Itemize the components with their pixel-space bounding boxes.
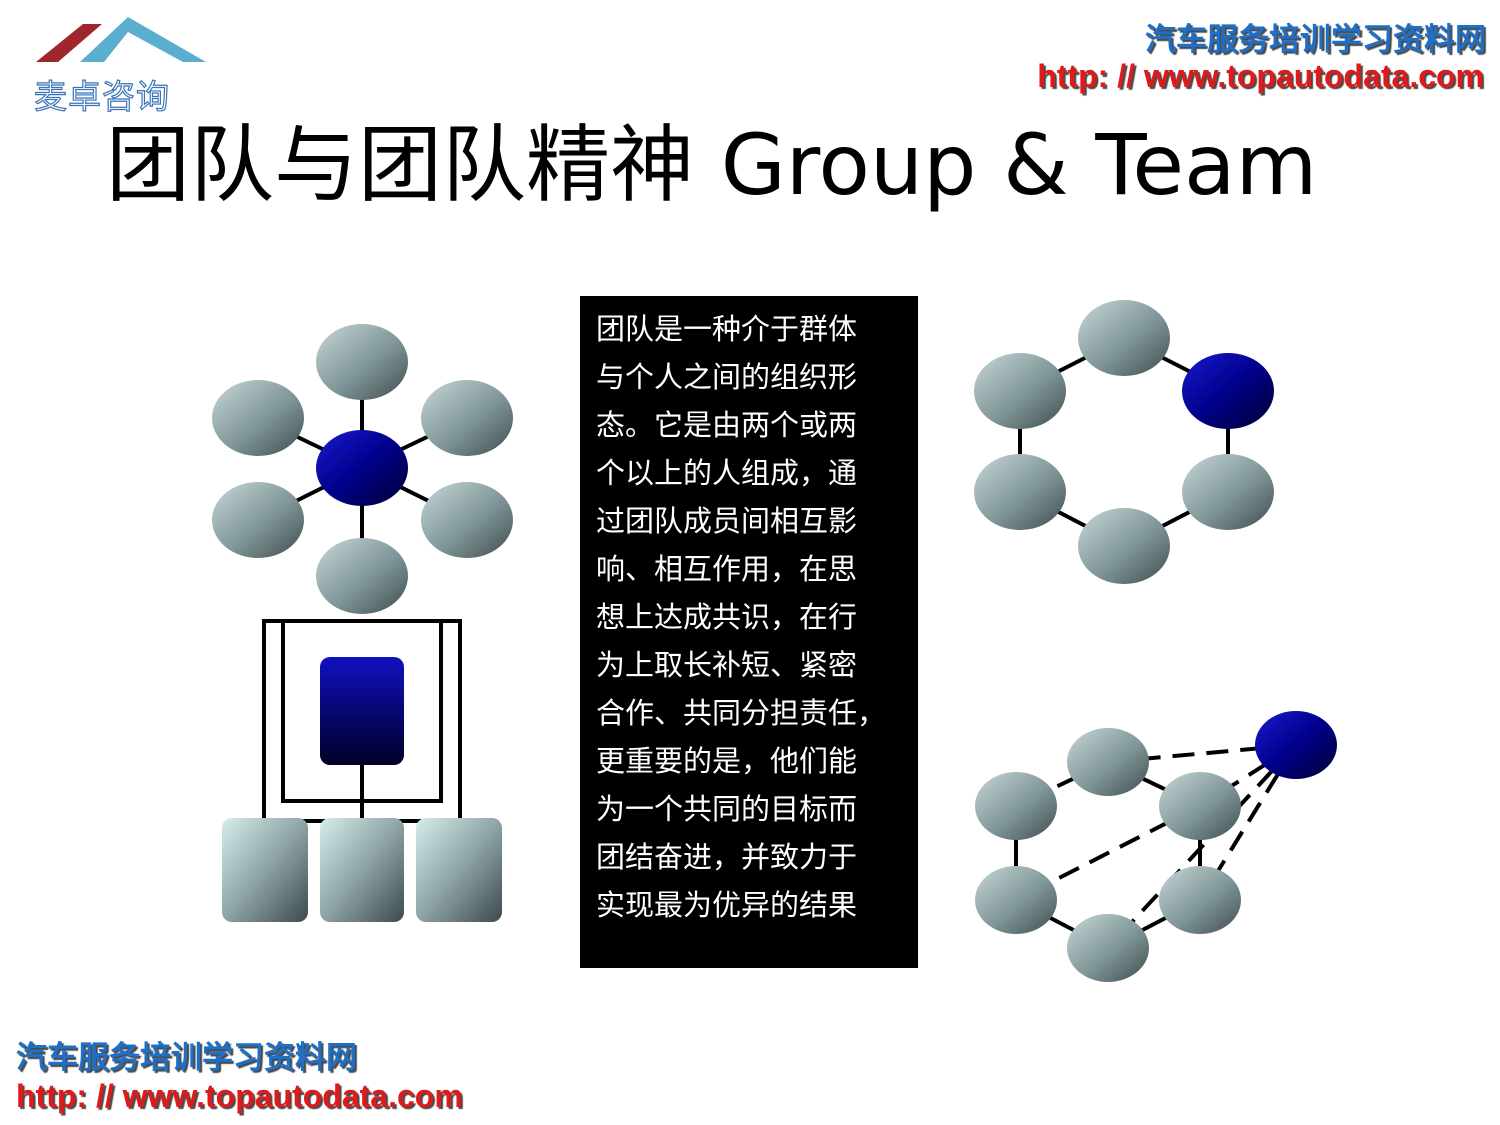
logo-text: 麦卓咨询 [33,76,170,116]
description-line: 更重要的是，他们能 [596,744,858,778]
member-node [316,324,408,400]
header-site-url[interactable]: http: // www.topautodata.com [1037,58,1484,94]
description-line: 实现最为优异的结果 [596,888,858,922]
member-node [1159,866,1241,934]
member-block [416,818,502,922]
member-node [975,772,1057,840]
description-line: 与个人之间的组织形 [596,360,858,394]
leader-block [320,657,404,765]
member-block [222,818,308,922]
logo-roof-blue [80,17,206,62]
logo-roof-red [36,24,102,62]
description-line: 响、相互作用，在思 [596,552,858,586]
description-line: 合作、共同分担责任， [596,696,887,730]
header-site-name[interactable]: 汽车服务培训学习资料网 [1145,22,1486,58]
member-node [1078,508,1170,584]
member-node [421,380,513,456]
member-node [1067,914,1149,982]
member-node [1067,728,1149,796]
description-line: 过团队成员间相互影 [596,504,858,538]
member-block [320,818,404,922]
member-node [1078,300,1170,376]
footer-site-name[interactable]: 汽车服务培训学习资料网 [16,1040,357,1076]
hierarchy-diagram [222,619,502,922]
member-node [974,454,1066,530]
footer-site-url[interactable]: http: // www.topautodata.com [16,1078,463,1114]
description-line: 团结奋进，并致力于 [596,840,858,874]
star-group-diagram [212,324,513,614]
page-title: 团队与团队精神 Group & Team [106,116,1318,214]
description-box: 团队是一种介于群体 与个人之间的组织形 态。它是由两个或两 个以上的人组成，通 … [580,296,918,968]
leader-node [1182,353,1274,429]
company-logo [36,17,206,62]
leader-node [1255,711,1337,779]
description-line: 为上取长补短、紧密 [596,648,858,682]
description-line: 为一个共同的目标而 [596,792,858,826]
member-node [212,482,304,558]
leader-node [316,430,408,506]
member-node [974,353,1066,429]
network-team-diagram [975,711,1337,982]
description-line: 团队是一种介于群体 [596,312,858,346]
member-node [316,538,408,614]
member-node [975,866,1057,934]
member-node [1159,772,1241,840]
description-line: 想上达成共识，在行 [596,600,858,634]
member-node [421,482,513,558]
member-node [212,380,304,456]
member-node [1182,454,1274,530]
description-line: 个以上的人组成，通 [596,456,858,490]
description-line: 态。它是由两个或两 [596,408,858,442]
ring-team-diagram [974,300,1274,584]
